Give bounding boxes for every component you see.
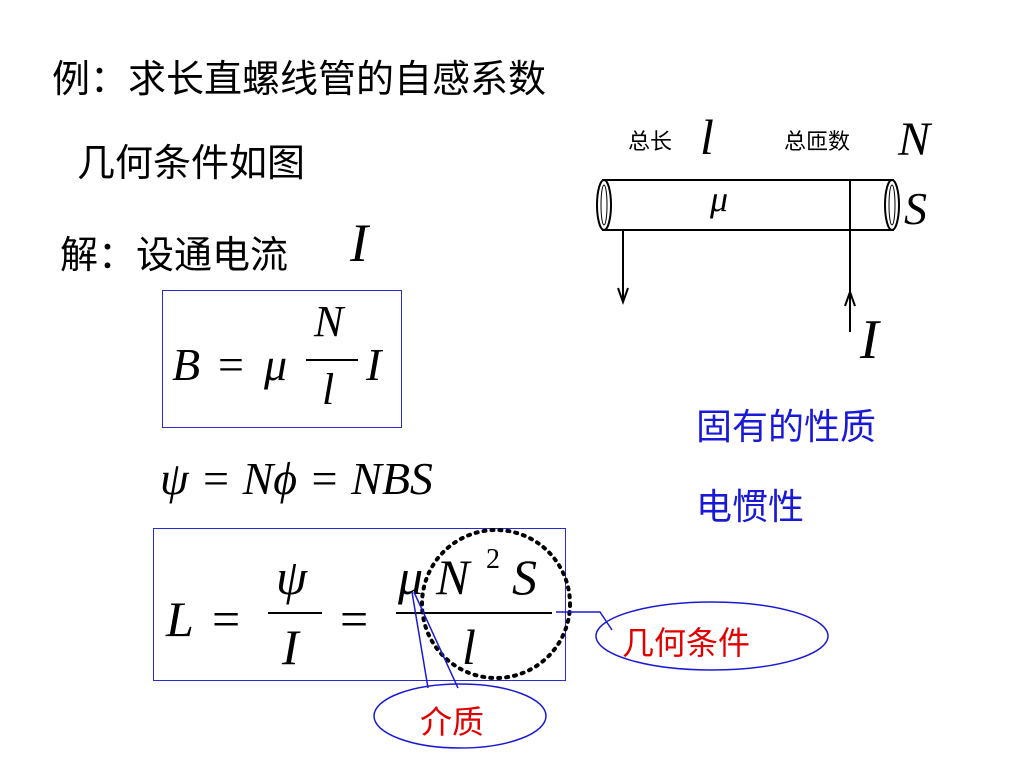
formula-l-equals-2: = xyxy=(340,591,369,647)
formula-l-num2-s: S xyxy=(512,549,537,605)
current-symbol: I xyxy=(350,213,368,273)
formula-l-box xyxy=(153,528,566,681)
formula-l-num1: ψ xyxy=(276,549,308,605)
formula-l-num2-mu: μ xyxy=(398,549,424,605)
solenoid-diagram xyxy=(596,179,900,332)
total-turns-label: 总匝数 xyxy=(784,130,851,155)
formula-l-fraction-bar-2 xyxy=(396,612,552,614)
diagram-current-symbol: I xyxy=(860,309,879,371)
total-length-symbol: l xyxy=(700,109,714,165)
formula-l-num2-n: N xyxy=(436,549,470,605)
formula-b-numerator: N xyxy=(314,297,344,346)
formula-b-mu: μ xyxy=(264,339,288,390)
formula-b-equals: = xyxy=(218,339,244,390)
permeability-symbol: μ xyxy=(710,179,729,219)
formula-l-den2: l xyxy=(462,619,476,675)
formula-l-den1: I xyxy=(282,619,299,675)
formula-l-num2-exponent: 2 xyxy=(486,544,500,575)
formula-l-lhs: L xyxy=(166,591,194,647)
total-length-label: 总长 xyxy=(628,130,673,155)
formula-b-fraction-bar xyxy=(306,359,358,361)
geometry-condition-text: 几何条件如图 xyxy=(77,141,306,185)
cross-section-symbol: S xyxy=(904,183,927,234)
solution-intro-text: 解：设通电流 xyxy=(60,233,289,277)
electrical-inertia-note: 电惯性 xyxy=(696,487,805,528)
formula-b-rhs: I xyxy=(366,339,382,390)
formula-b-denominator: l xyxy=(322,365,335,414)
formula-l-equals-1: = xyxy=(212,591,241,647)
medium-callout-label: 介质 xyxy=(420,703,485,741)
total-turns-symbol: N xyxy=(898,113,931,166)
formula-b-box xyxy=(162,290,402,428)
formula-psi: ψ = Nϕ = NBS xyxy=(160,453,433,504)
formula-l-fraction-bar-1 xyxy=(268,612,322,614)
formula-b-lhs: B xyxy=(172,339,201,390)
intrinsic-property-note: 固有的性质 xyxy=(696,407,877,448)
page-title: 例：求长直螺线管的自感系数 xyxy=(52,57,547,101)
geometry-callout-label: 几何条件 xyxy=(622,624,751,662)
